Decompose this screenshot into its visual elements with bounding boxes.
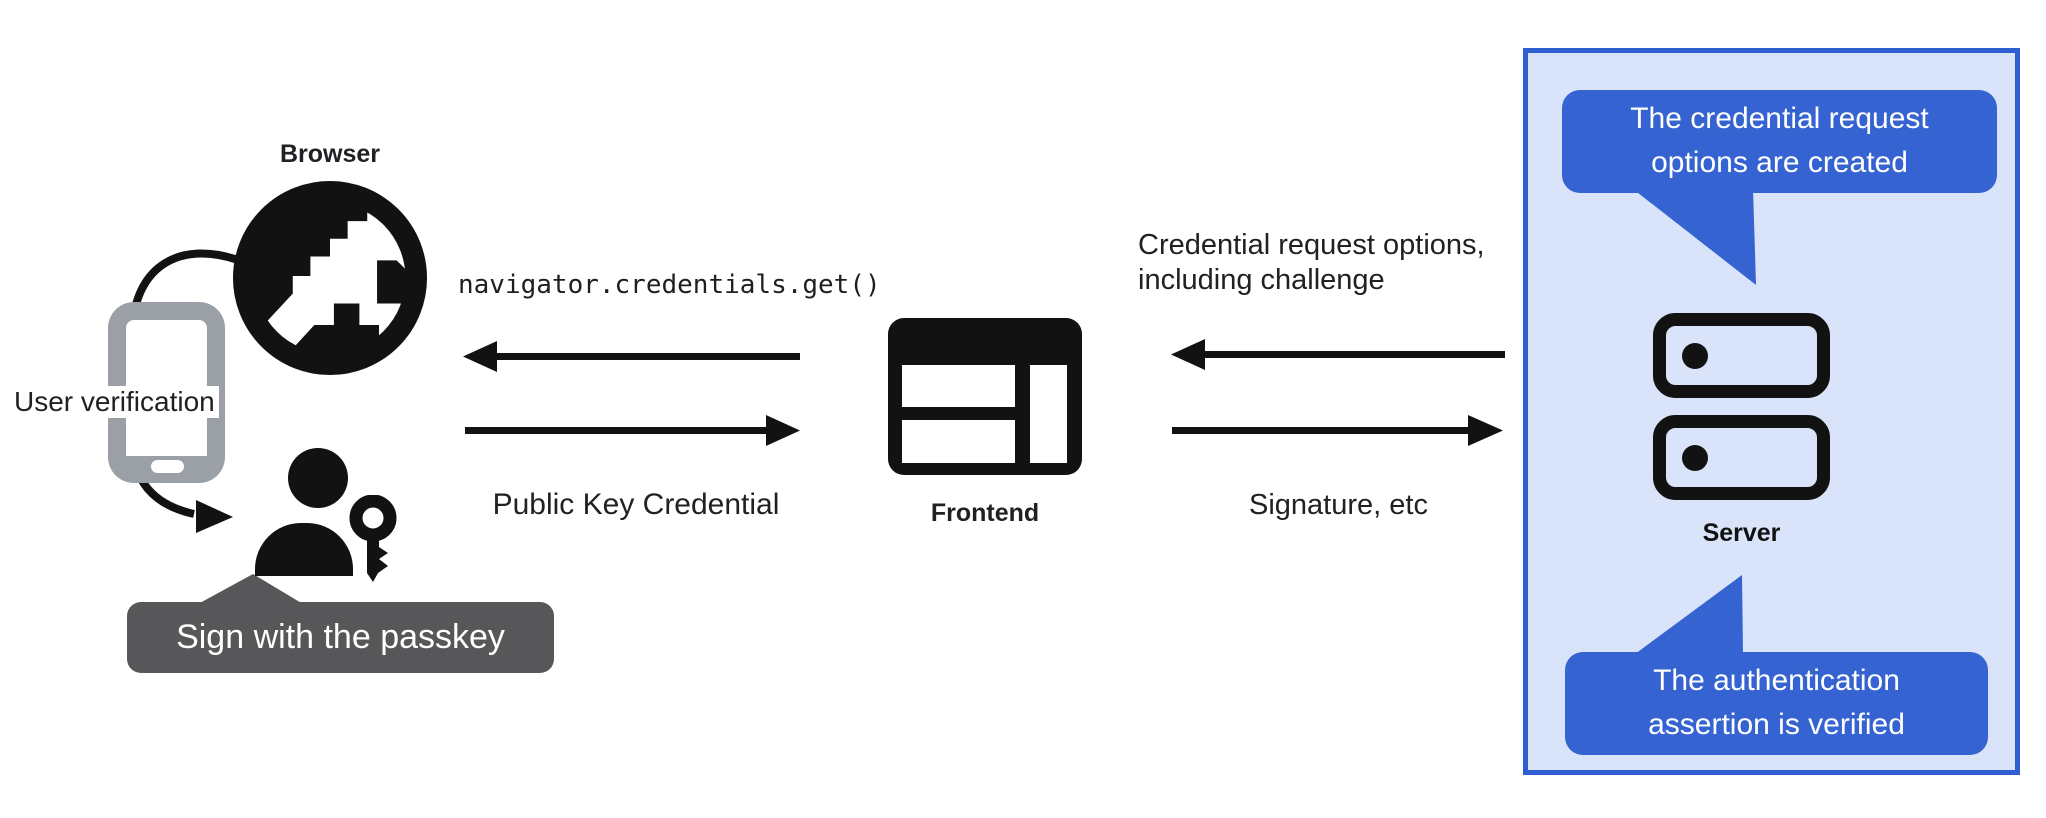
frontend-label: Frontend xyxy=(930,499,1040,527)
user-icon xyxy=(288,448,348,508)
user-verification-label: User verification xyxy=(10,386,219,418)
bubble-top-line2: options are created xyxy=(1651,146,1908,179)
server-icon xyxy=(1653,313,1830,500)
arrow-browser-to-frontend xyxy=(465,415,800,446)
user-icon-body xyxy=(255,523,353,576)
server-label: Server xyxy=(1702,519,1781,547)
tooltip-pointer xyxy=(193,570,308,604)
public-key-credential-label: Public Key Credential xyxy=(492,488,780,521)
credential-request-options-line2: including challenge xyxy=(1138,264,1385,296)
smartphone-home-bar xyxy=(151,460,184,473)
browser-window-icon xyxy=(888,318,1082,475)
bubble-authentication-verified: The authentication assertion is verified xyxy=(1565,652,1988,755)
bubble-bottom-line2: assertion is verified xyxy=(1648,708,1905,741)
sign-with-passkey-tooltip: Sign with the passkey xyxy=(127,602,554,673)
bubble-bottom-line1: The authentication xyxy=(1653,664,1900,697)
bubble-top-line1: The credential request xyxy=(1630,102,1929,135)
bubble-credential-request-created: The credential request options are creat… xyxy=(1562,90,1997,193)
arrow-frontend-to-server xyxy=(1172,415,1503,446)
browser-label: Browser xyxy=(279,140,381,168)
credential-request-options-label: Credential request options, including ch… xyxy=(1138,228,1485,298)
arrow-server-to-frontend xyxy=(1171,339,1505,370)
bubble-top-tail xyxy=(1633,189,1756,285)
navigator-credentials-get-label: navigator.credentials.get() xyxy=(458,270,881,300)
bubble-bottom-tail xyxy=(1635,575,1743,654)
credential-request-options-line1: Credential request options, xyxy=(1138,229,1485,261)
arrow-frontend-to-browser xyxy=(463,341,800,372)
signature-etc-label: Signature, etc xyxy=(1249,489,1428,521)
globe-icon xyxy=(232,180,428,376)
key-icon xyxy=(349,495,397,582)
server-panel: The credential request options are creat… xyxy=(1523,48,2020,775)
